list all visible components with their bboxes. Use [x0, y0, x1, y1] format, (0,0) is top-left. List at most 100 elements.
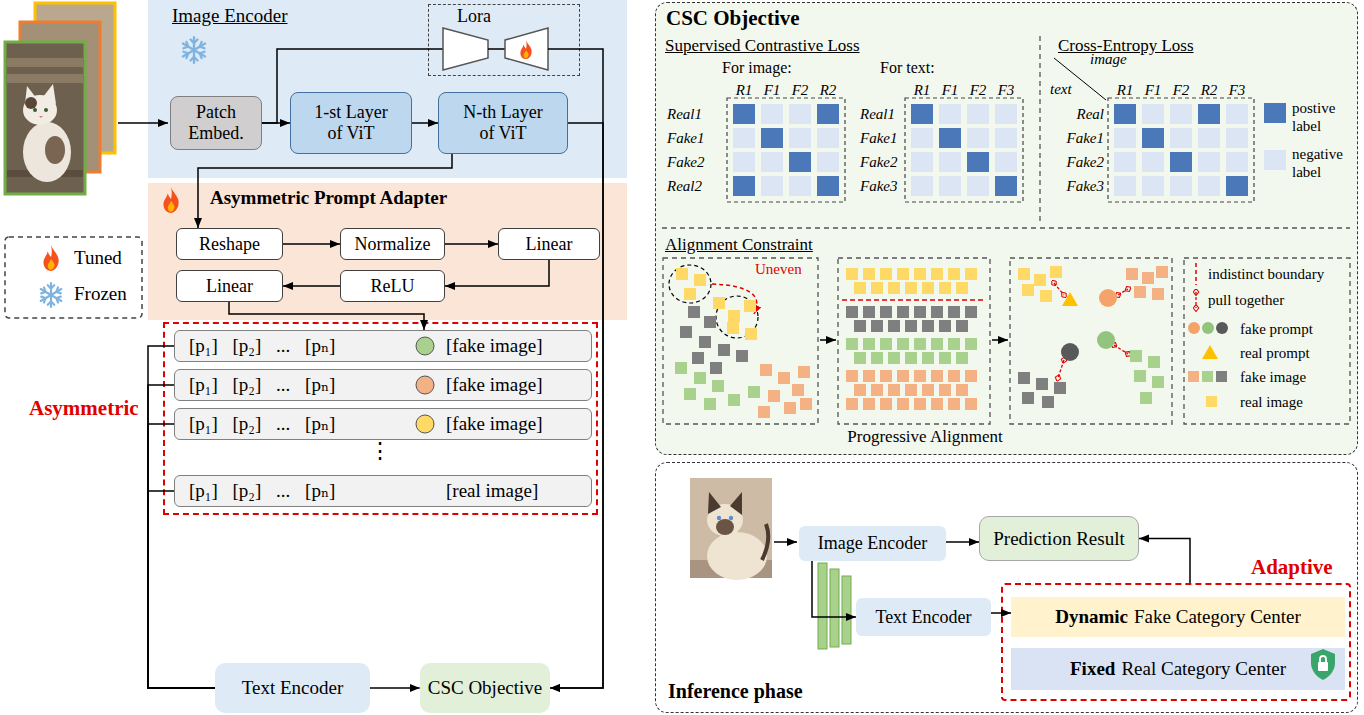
connector [991, 612, 1011, 614]
matrix-cell [995, 176, 1017, 196]
label-wrap: Frozen [74, 283, 127, 305]
embedding-square [939, 384, 951, 396]
label-wrap: For image: [722, 59, 792, 77]
embedding-square [880, 268, 892, 280]
label-wrap: Real1 [860, 105, 895, 123]
input-image-stack [7, 74, 83, 83]
embedding-square [905, 320, 917, 332]
embedding-square [846, 398, 858, 410]
legend-swatch [1264, 150, 1286, 170]
matrix-cell [733, 176, 755, 196]
csc-dividers [663, 258, 818, 424]
box-label: Normalize [355, 234, 431, 255]
label-wrap: Fake3 [1067, 177, 1104, 195]
matrix-cell [1198, 152, 1220, 172]
legend-swatch [1264, 103, 1286, 123]
encoder-box: Text Encoder [856, 598, 991, 636]
label-matrix [727, 98, 845, 202]
adaptive-group: AdaptiveDynamicFake Category CenterFixed… [1001, 583, 1351, 701]
embedding-square [854, 320, 866, 332]
matrix-cell [911, 152, 933, 172]
matrix-cell [1226, 128, 1248, 148]
axis-label: image [1090, 51, 1127, 67]
row-label: Real1 [860, 106, 895, 122]
matrix-cell [1198, 128, 1220, 148]
alignment-key-symbols [1195, 292, 1196, 308]
embedding-square [778, 372, 790, 384]
label-wrap: ⋮ [369, 438, 391, 463]
tuned-frozen-key [5, 237, 142, 318]
embedding-square [1148, 356, 1160, 368]
prompt-dot [414, 413, 436, 435]
column-label: F1 [764, 82, 781, 98]
matrix-cell [911, 176, 933, 196]
embedding-square [931, 268, 943, 280]
connector [370, 687, 420, 689]
inference-cat-photo [717, 516, 721, 520]
matrix-cell [789, 176, 811, 196]
inference-cat-photo [774, 541, 797, 543]
prompt-class: [real image] [446, 480, 538, 502]
matrix-cell [967, 128, 989, 148]
embedding-square [956, 352, 968, 364]
label-wrap: F2 [970, 81, 987, 99]
center-name: Real Category Center [1121, 658, 1286, 680]
embedding-square [897, 370, 909, 382]
embedding-square [676, 268, 688, 280]
connector [198, 154, 452, 228]
uneven-marks [669, 265, 711, 303]
tuned-frozen-key [41, 283, 62, 307]
inference-cat-photo [707, 532, 767, 580]
center-kind: Dynamic [1055, 606, 1128, 628]
embedding-square [692, 352, 704, 364]
column-label: R2 [1201, 82, 1218, 98]
matrix-cell [939, 104, 961, 124]
label-wrap: R1 [736, 81, 753, 99]
progress-arrows [820, 339, 836, 341]
row-label: Fake3 [860, 178, 897, 194]
embedding-square [888, 384, 900, 396]
box-label: N-th Layer of ViT [454, 102, 552, 143]
embedding-square [914, 398, 926, 410]
box-label: Text Encoder [242, 677, 344, 699]
pull-links [1054, 283, 1064, 295]
legend-text: real prompt [1240, 345, 1310, 361]
input-image-stack [44, 108, 48, 112]
matrix-cell [817, 176, 839, 196]
embedding-square [792, 384, 804, 396]
embedding-square [1054, 382, 1066, 394]
row-label: Fake1 [1067, 130, 1104, 146]
feature-bars [818, 563, 827, 649]
row-label: Fake2 [860, 154, 897, 170]
embedding-square [712, 380, 724, 392]
embedding-square [1134, 370, 1146, 382]
encoder-icons [163, 28, 580, 213]
embedding-square [905, 384, 917, 396]
matrix-cell [789, 128, 811, 148]
column-label: R1 [1117, 82, 1134, 98]
embedding-square [956, 282, 968, 294]
input-image-stack [25, 97, 37, 109]
column-label: F2 [792, 82, 809, 98]
embedding-square [965, 306, 977, 318]
embedding-square [784, 402, 796, 414]
label-wrap: R1 [914, 81, 931, 99]
label-wrap: negative label [1292, 145, 1352, 182]
legend-text: fake prompt [1240, 321, 1313, 337]
prompt-dot [416, 337, 434, 355]
embedding-square [846, 306, 858, 318]
csc-dividers [1039, 36, 1040, 222]
alignment-key-symbols [1188, 322, 1200, 334]
matrix-cell [1198, 104, 1220, 124]
matrix-title: For text: [880, 59, 935, 76]
embedding-square [948, 370, 960, 382]
connector [283, 243, 340, 245]
row-label: Real [1077, 106, 1105, 122]
adapter-step: Normalize [340, 228, 445, 260]
callout-label: Uneven [755, 261, 802, 277]
inference-cat-photo [708, 492, 721, 514]
embedding-square [736, 350, 748, 362]
matrix-cell [733, 104, 755, 124]
embedding-square [1034, 274, 1046, 286]
legend-text: postive label [1292, 100, 1335, 134]
